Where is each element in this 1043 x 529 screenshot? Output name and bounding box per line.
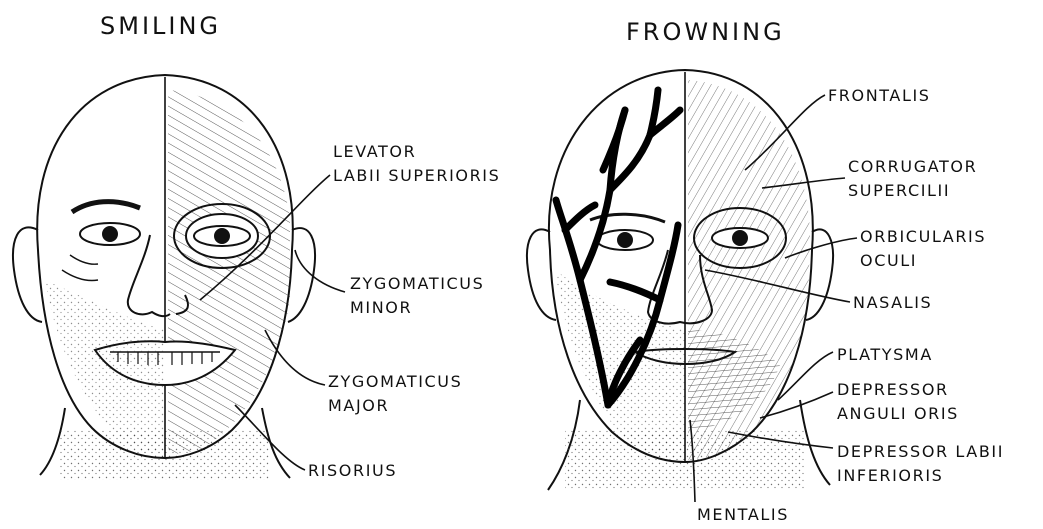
frowning-face	[527, 70, 833, 490]
label-line: NASALIS	[853, 291, 932, 315]
label-mentalis: MENTALIS	[697, 503, 789, 527]
label-line: INFERIORIS	[837, 464, 1004, 488]
label-risorius: RISORIUS	[308, 459, 397, 483]
label-line: OCULI	[860, 249, 986, 273]
label-platysma: PLATYSMA	[837, 343, 933, 367]
label-line: MENTALIS	[697, 503, 789, 527]
label-levator-labii-superioris: LEVATOR LABII SUPERIORIS	[333, 140, 500, 188]
label-orbicularis-oculi: ORBICULARIS OCULI	[860, 225, 986, 273]
title-frowning: FROWNING	[626, 18, 785, 46]
label-zygomaticus-minor: ZYGOMATICUS MINOR	[350, 272, 484, 320]
label-line: RISORIUS	[308, 459, 397, 483]
label-corrugator-supercilii: CORRUGATOR SUPERCILII	[848, 155, 977, 203]
label-line: ANGULI ORIS	[837, 402, 959, 426]
label-line: MINOR	[350, 296, 484, 320]
label-line: FRONTALIS	[828, 84, 931, 108]
title-smiling: SMILING	[100, 12, 221, 40]
label-line: CORRUGATOR	[848, 155, 977, 179]
label-line: MAJOR	[328, 394, 462, 418]
label-zygomaticus-major: ZYGOMATICUS MAJOR	[328, 370, 462, 418]
label-line: DEPRESSOR	[837, 378, 959, 402]
leader-zyg-minor	[295, 250, 345, 292]
smiling-face	[13, 75, 315, 480]
label-nasalis: NASALIS	[853, 291, 932, 315]
label-line: LABII SUPERIORIS	[333, 164, 500, 188]
label-line: ORBICULARIS	[860, 225, 986, 249]
label-depressor-labii-inferioris: DEPRESSOR LABII INFERIORIS	[837, 440, 1004, 488]
label-depressor-anguli-oris: DEPRESSOR ANGULI ORIS	[837, 378, 959, 426]
label-line: SUPERCILII	[848, 179, 977, 203]
label-line: DEPRESSOR LABII	[837, 440, 1004, 464]
label-line: LEVATOR	[333, 140, 500, 164]
label-line: ZYGOMATICUS	[328, 370, 462, 394]
label-frontalis: FRONTALIS	[828, 84, 931, 108]
label-line: PLATYSMA	[837, 343, 933, 367]
label-line: ZYGOMATICUS	[350, 272, 484, 296]
